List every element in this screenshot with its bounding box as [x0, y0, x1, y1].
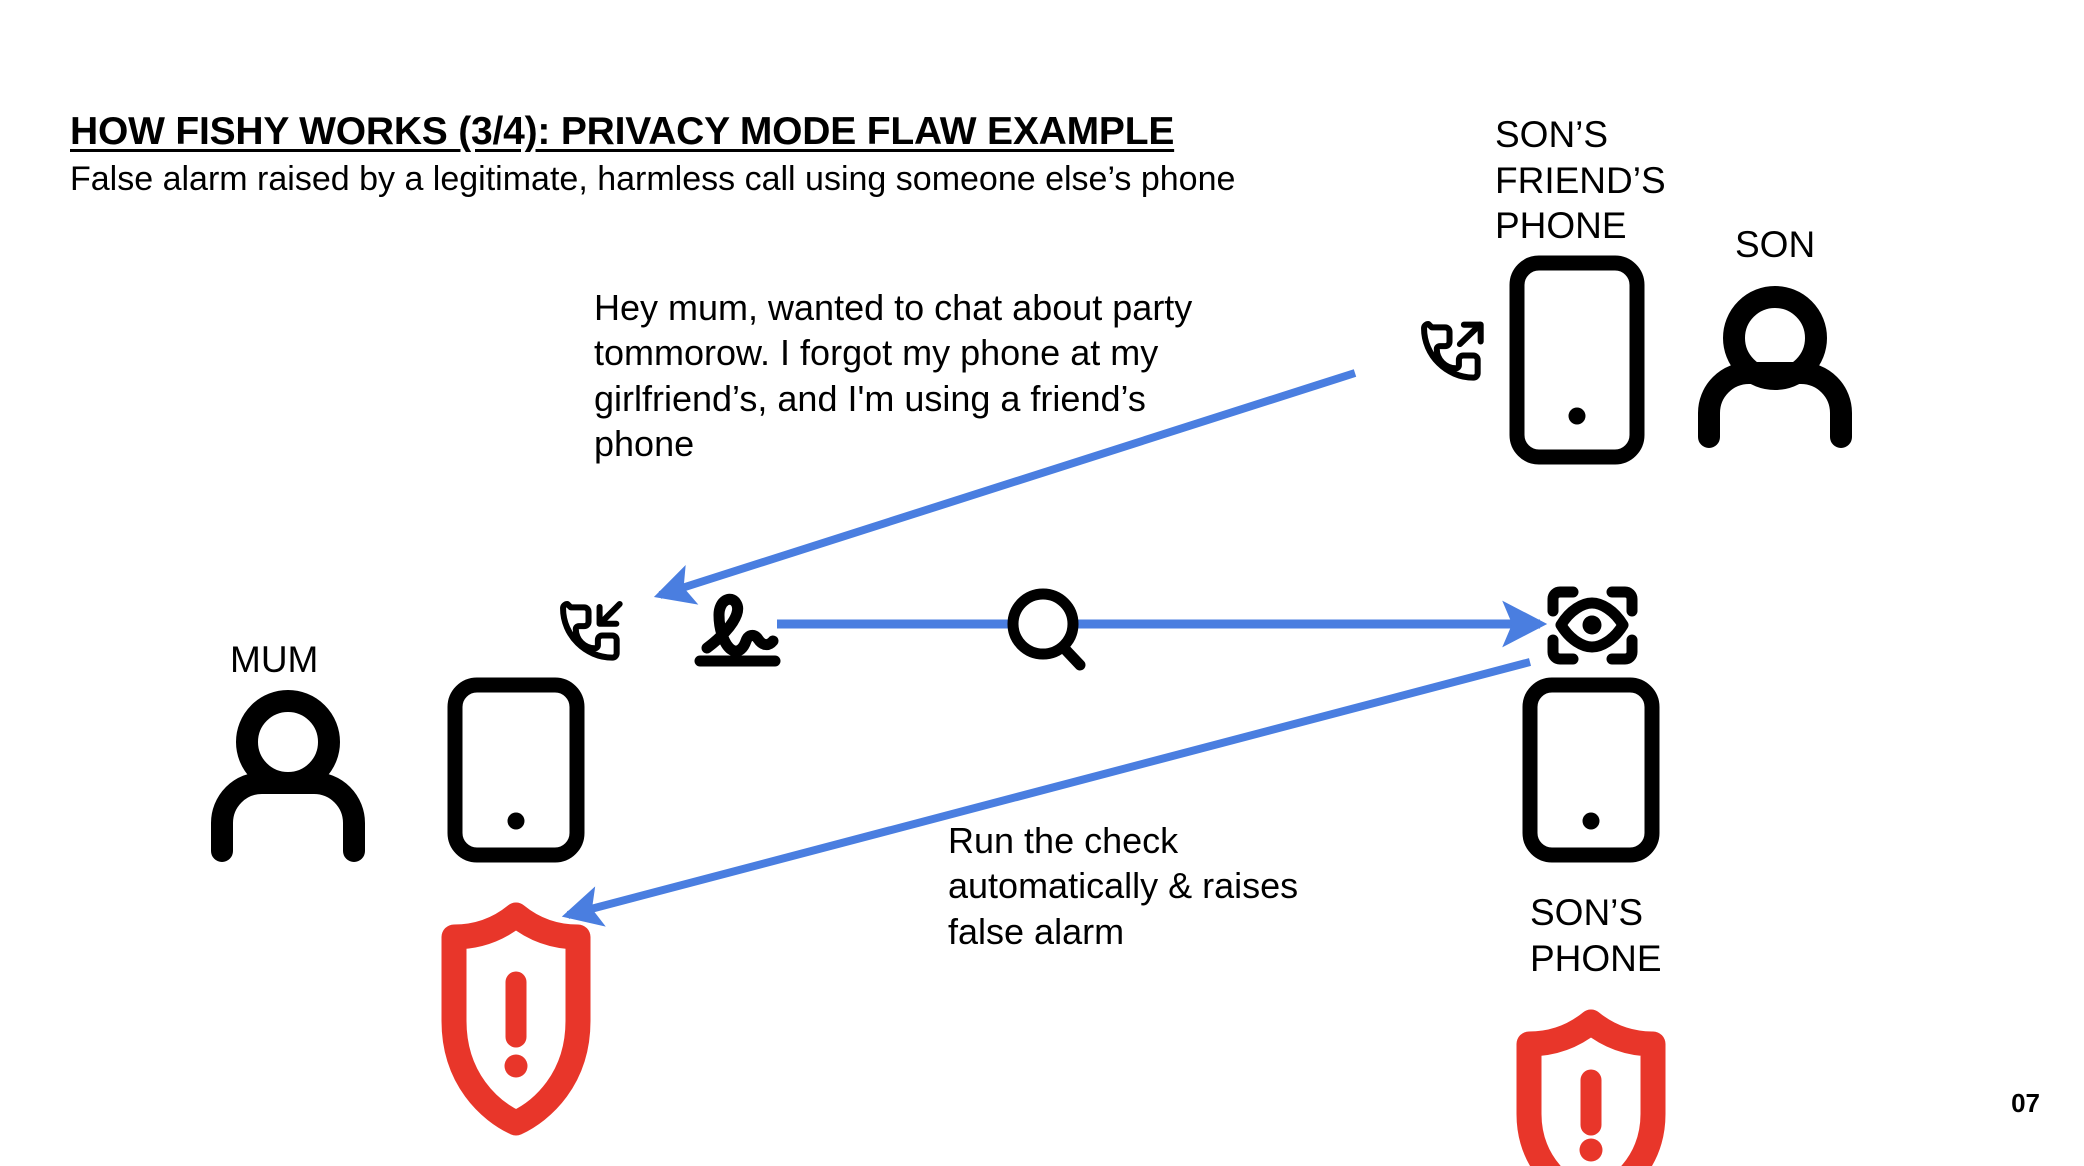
magnifier-icon — [1007, 588, 1086, 671]
sons-phone-icon — [1522, 677, 1660, 863]
signature-icon — [694, 593, 781, 667]
label-sons-phone: SON’S PHONE — [1530, 892, 1662, 979]
biometric-scan-icon — [1547, 586, 1638, 665]
page-subtitle: False alarm raised by a legitimate, harm… — [70, 160, 1236, 198]
incoming-call-icon — [560, 601, 623, 661]
label-sons-friends-phone: SON’S FRIEND’S PHONE — [1495, 114, 1666, 246]
mum-phone-icon — [447, 677, 585, 863]
outgoing-call-icon — [1421, 321, 1484, 381]
label-son: SON — [1735, 224, 1816, 265]
message-annotation: Hey mum, wanted to chat about party tomm… — [594, 287, 1193, 465]
check-annotation: Run the check automatically & raises fal… — [948, 820, 1299, 952]
person-icon-son — [1698, 286, 1852, 448]
alert-shield-icon-mum — [441, 902, 591, 1136]
sons-friends-phone-icon — [1509, 255, 1645, 465]
label-mum: MUM — [230, 639, 319, 680]
page-title: HOW FISHY WORKS (3/4): PRIVACY MODE FLAW… — [70, 110, 1175, 153]
alert-shield-icon-son — [1516, 1009, 1666, 1166]
person-icon-mum — [211, 690, 365, 862]
page-number: 07 — [2011, 1088, 2040, 1118]
